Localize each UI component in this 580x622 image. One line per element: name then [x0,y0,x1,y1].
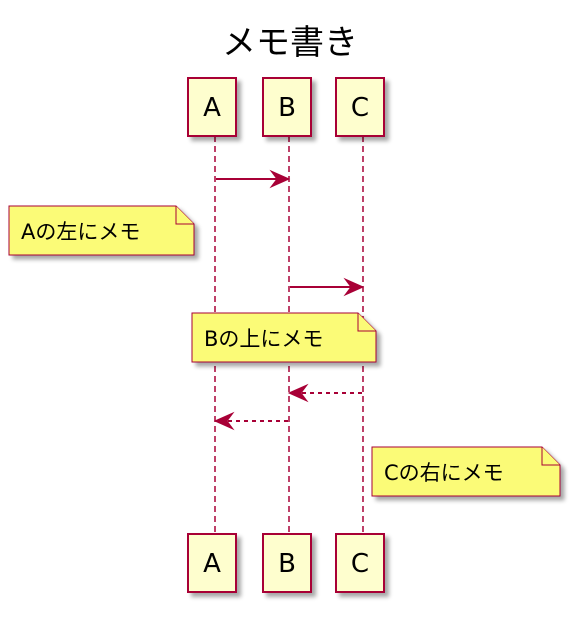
message-c-to-b [287,383,362,403]
participant-a-label: A [203,93,221,123]
participant-a-bottom: A [187,533,237,593]
note-right-of-c: Cの右にメモ [371,446,561,497]
message-b-to-a [213,411,288,431]
note-text: Cの右にメモ [384,461,504,485]
participant-b-bottom: B [262,533,312,593]
arrowhead-icon [213,411,235,431]
diagram-title: メモ書き [222,23,358,63]
note-over-b: Bの上にメモ [191,312,377,363]
participant-b-label: B [278,549,296,579]
arrowhead-icon [343,277,365,297]
note-text: Bの上にメモ [204,327,323,351]
message-a-to-b [216,169,291,189]
arrowhead-icon [287,383,309,403]
participant-c-bottom: C [335,533,385,593]
message-b-to-c [290,277,365,297]
note-left-of-a: Aの左にメモ [8,205,195,256]
participant-c-label: C [351,93,369,123]
participant-a-top: A [187,77,237,137]
participant-b-label: B [278,93,296,123]
note-text: Aの左にメモ [21,220,140,244]
participant-a-label: A [203,549,221,579]
arrowhead-icon [269,169,291,189]
participant-c-label: C [351,549,369,579]
participant-c-top: C [335,77,385,137]
participant-b-top: B [262,77,312,137]
